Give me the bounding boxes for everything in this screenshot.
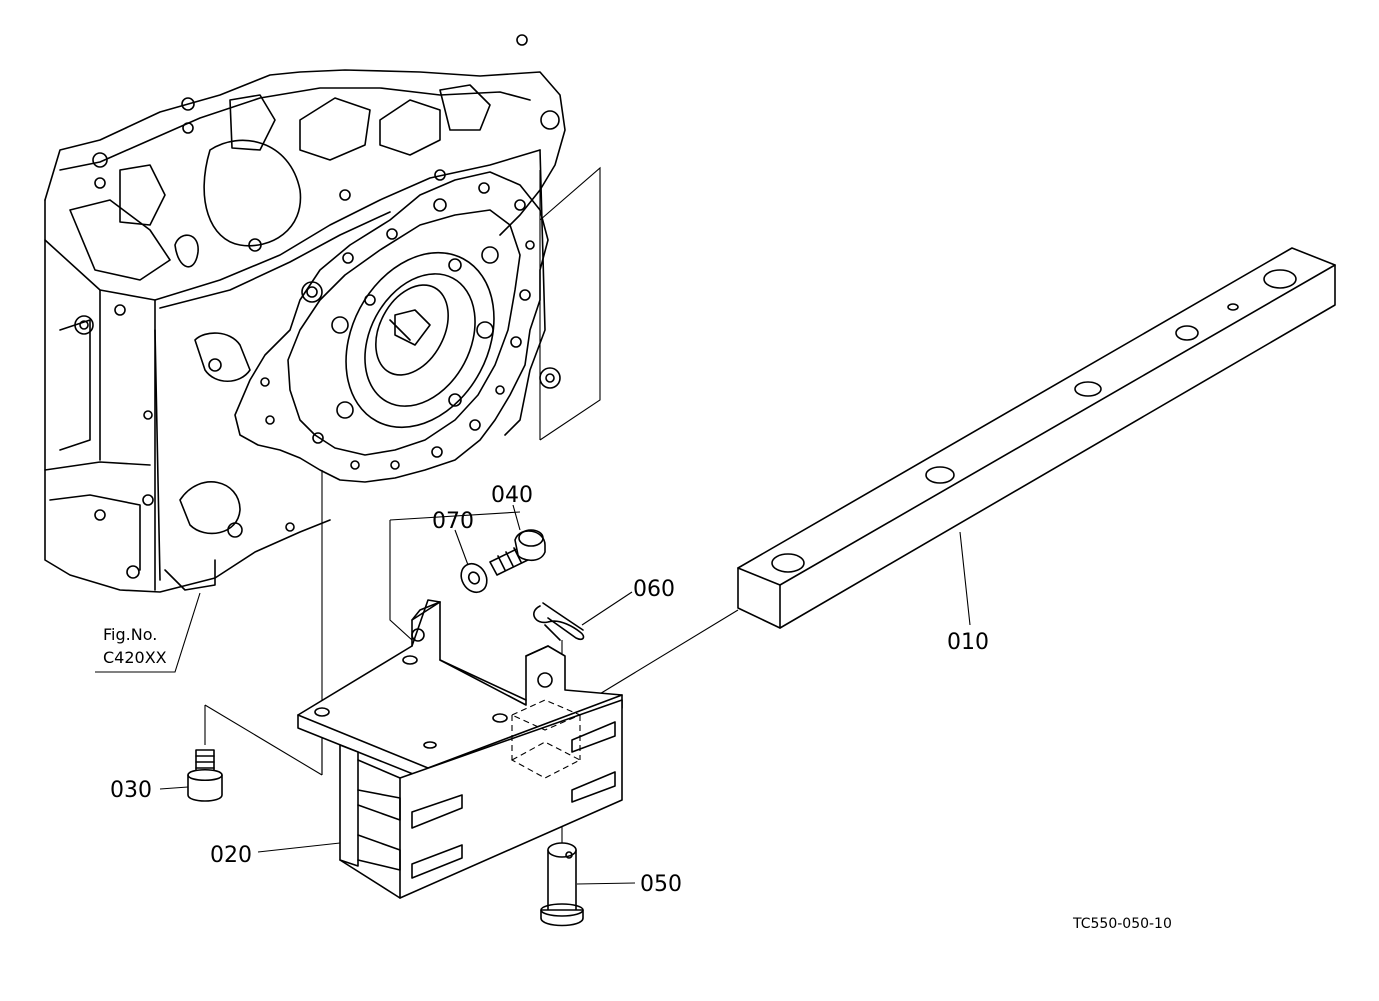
- leader-050: [576, 882, 636, 885]
- callout-070: 070: [432, 509, 474, 534]
- leader-070: [454, 529, 469, 566]
- callout-010: 010: [947, 630, 989, 655]
- leader-030: [159, 786, 189, 790]
- leader-010: [959, 531, 971, 626]
- spring-pin-060: [533, 602, 585, 641]
- callout-050: 050: [640, 872, 682, 897]
- callout-020: 020: [210, 843, 252, 868]
- leader-040: [512, 504, 521, 531]
- leader-figure-ref: [95, 592, 201, 673]
- bolt-040: [389, 511, 546, 641]
- transmission-housing: [44, 34, 566, 593]
- flange-gasket: [234, 166, 601, 483]
- washer-070: [460, 562, 488, 594]
- drawbar: [737, 247, 1336, 629]
- figure-ref-number: C420XX: [103, 648, 167, 667]
- pin-050: [540, 842, 584, 927]
- callout-040: 040: [491, 483, 533, 508]
- leader-020: [257, 842, 341, 853]
- drawing-code: TC550-050-10: [1072, 916, 1172, 932]
- callout-030: 030: [110, 778, 152, 803]
- callout-060: 060: [633, 577, 675, 602]
- drawbar-bracket: [297, 599, 623, 899]
- figure-ref-label: Fig.No.: [103, 625, 157, 644]
- bolt-030: [187, 749, 223, 802]
- leader-060: [581, 591, 633, 626]
